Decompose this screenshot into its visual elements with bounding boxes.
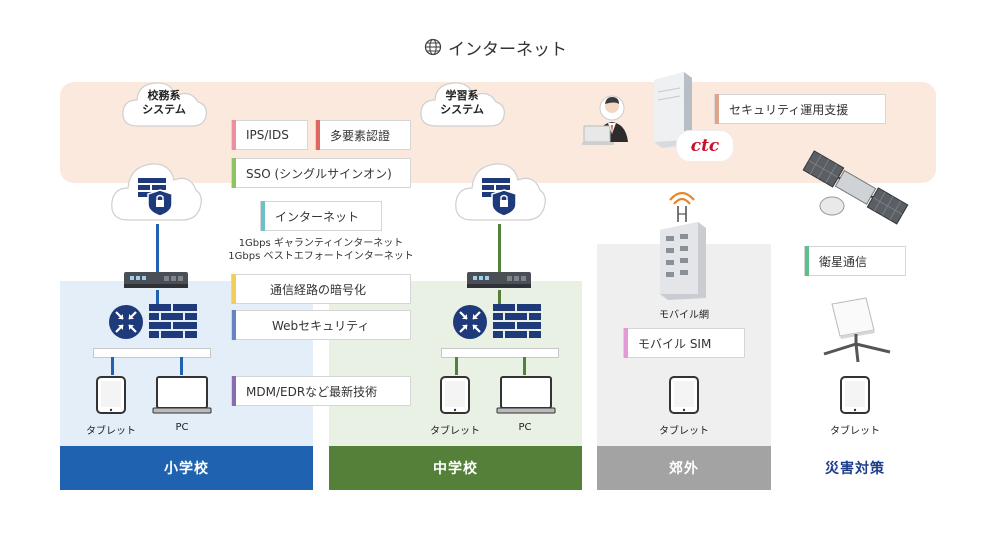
- mdm-edr-label: MDM/EDRなど最新技術: [231, 376, 411, 406]
- tablet-icon: [669, 376, 699, 414]
- school-affairs-system-label: 校務系 システム: [142, 89, 186, 116]
- color-bar: [232, 158, 236, 188]
- junior-high-switch-line: [498, 290, 501, 306]
- satellite-dish-icon: [823, 297, 891, 363]
- elementary-uplink-line: [156, 224, 159, 274]
- suburb-footer: 郊外: [597, 446, 771, 490]
- web-security-label: Webセキュリティ: [231, 310, 411, 340]
- mobile-base-station-icon: [660, 191, 706, 300]
- suburb-label: 郊外: [669, 461, 699, 477]
- pc-link-line: [523, 357, 526, 375]
- access-point-bar: [441, 348, 559, 358]
- satellite-comm-label: 衛星通信: [804, 246, 906, 276]
- tablet-label: タブレット: [659, 426, 709, 437]
- security-operations-label: セキュリティ運用支援: [714, 94, 886, 124]
- junior-high-label: 中学校: [433, 461, 478, 477]
- color-bar: [261, 201, 265, 231]
- tablet-icon: [96, 376, 126, 414]
- cloud-icon: [420, 82, 505, 127]
- ips-ids-label: IPS/IDS: [231, 120, 308, 150]
- encryption-label: 通信経路の暗号化: [231, 274, 411, 304]
- network-switch-icon: [124, 272, 188, 288]
- mobile-network-label: モバイル網: [659, 310, 709, 321]
- pc-label: PC: [518, 422, 532, 433]
- operator-person-icon: [582, 95, 628, 145]
- color-bar: [232, 120, 236, 150]
- color-bar: [624, 328, 628, 358]
- color-bar: [232, 274, 236, 304]
- laptop-pc-icon: [152, 376, 212, 414]
- tablet-link-line: [111, 357, 114, 375]
- server-icon: [654, 72, 692, 148]
- internet-types-text: 1Gbps ギャランティインターネット 1Gbps ベストエフォートインターネッ…: [228, 238, 414, 262]
- elementary-switch-line: [156, 290, 159, 306]
- color-bar: [715, 94, 719, 124]
- elementary-footer: 小学校: [60, 446, 313, 490]
- pc-label: PC: [175, 422, 189, 433]
- satellite-icon: [802, 150, 909, 225]
- color-bar: [232, 310, 236, 340]
- router-icon: [109, 305, 143, 339]
- cloud-icon: [122, 82, 207, 127]
- firewall-icon: [149, 304, 197, 338]
- tablet-label: タブレット: [430, 426, 480, 437]
- internet-service-label: インターネット: [260, 201, 382, 231]
- access-point-bar: [93, 348, 211, 358]
- tablet-label: タブレット: [830, 426, 880, 437]
- tablet-link-line: [455, 357, 458, 375]
- tablet-label: タブレット: [86, 426, 136, 437]
- mobile-sim-label: モバイル SIM: [623, 328, 745, 358]
- router-icon: [453, 305, 487, 339]
- internet-header: インターネット: [424, 36, 567, 60]
- color-bar: [232, 376, 236, 406]
- color-bar: [316, 120, 320, 150]
- internet-title: インターネット: [448, 39, 567, 60]
- globe-icon: [424, 38, 442, 56]
- sso-label: SSO (シングルサインオン): [231, 158, 411, 188]
- secure-cloud-icon: [455, 163, 546, 221]
- elementary-label: 小学校: [164, 461, 209, 477]
- disaster-footer: 災害対策: [790, 446, 920, 490]
- firewall-icon: [493, 304, 541, 338]
- tablet-icon: [840, 376, 870, 414]
- pc-link-line: [180, 357, 183, 375]
- disaster-label: 災害対策: [825, 461, 885, 477]
- ctc-logo: ctc: [676, 130, 734, 162]
- secure-cloud-icon: [111, 163, 202, 221]
- junior-high-uplink-line: [498, 224, 501, 274]
- laptop-pc-icon: [496, 376, 556, 414]
- junior-high-footer: 中学校: [329, 446, 582, 490]
- color-bar: [805, 246, 809, 276]
- learning-system-label: 学習系 システム: [440, 89, 484, 116]
- tablet-icon: [440, 376, 470, 414]
- multi-factor-auth-label: 多要素認證: [315, 120, 411, 150]
- network-switch-icon: [467, 272, 531, 288]
